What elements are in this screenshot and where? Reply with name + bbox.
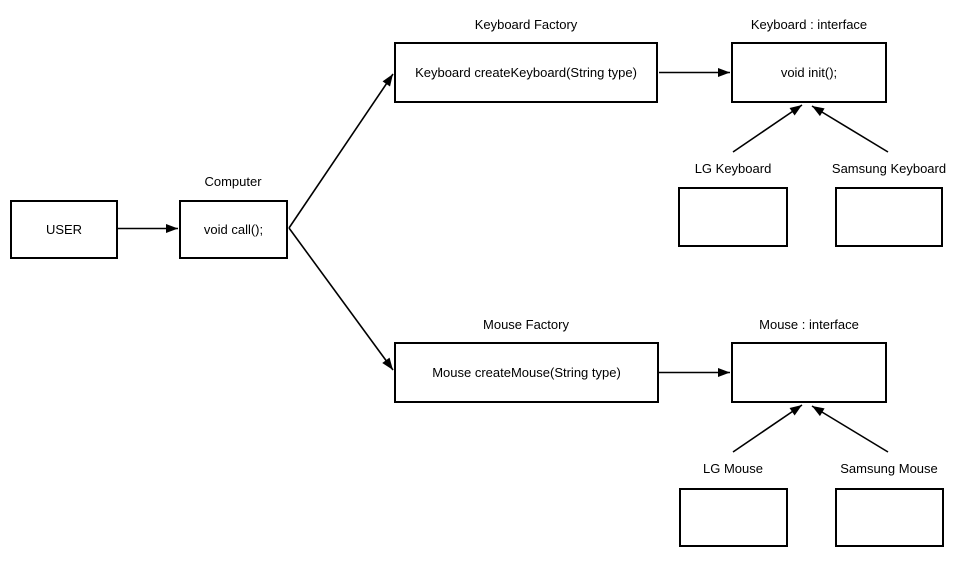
node-computer: void call(); [179, 200, 288, 259]
node-lg-keyboard [678, 187, 788, 247]
node-keyboard-interface: void init(); [731, 42, 887, 103]
node-keyboard-interface-title: Keyboard : interface [750, 17, 868, 32]
node-mouse-interface [731, 342, 887, 403]
node-keyboard-interface-label: void init(); [780, 65, 838, 80]
node-computer-title: Computer [204, 174, 262, 189]
node-samsung-keyboard-title: Samsung Keyboard [831, 161, 947, 176]
edge-computer-to-keyboard-factory-arrow [288, 73, 394, 229]
node-samsung-mouse [835, 488, 944, 547]
edge-computer-to-mouse-factory-arrow [288, 227, 394, 371]
node-computer-label: void call(); [203, 222, 264, 237]
node-mouse-factory: Mouse createMouse(String type) [394, 342, 659, 403]
node-mouse-factory-title: Mouse Factory [483, 317, 569, 332]
node-samsung-mouse-title: Samsung Mouse [840, 461, 938, 476]
edge-samsung-keyboard-to-keyboard-interface-arrow [811, 105, 889, 153]
node-lg-keyboard-title: LG Keyboard [694, 161, 772, 176]
node-lg-mouse-title: LG Mouse [703, 461, 763, 476]
edge-samsung-mouse-to-mouse-interface-arrow [811, 405, 889, 453]
node-samsung-keyboard [835, 187, 943, 247]
node-user-label: USER [45, 222, 83, 237]
node-mouse-interface-title: Mouse : interface [759, 317, 859, 332]
node-mouse-factory-label: Mouse createMouse(String type) [432, 365, 621, 380]
edge-lg-mouse-to-mouse-interface-arrow [732, 404, 803, 453]
node-keyboard-factory-title: Keyboard Factory [474, 17, 578, 32]
node-keyboard-factory-label: Keyboard createKeyboard(String type) [415, 65, 637, 80]
edge-lg-keyboard-to-keyboard-interface-arrow [732, 104, 803, 153]
node-user: USER [10, 200, 118, 259]
node-keyboard-factory: Keyboard createKeyboard(String type) [394, 42, 658, 103]
node-lg-mouse [679, 488, 788, 547]
